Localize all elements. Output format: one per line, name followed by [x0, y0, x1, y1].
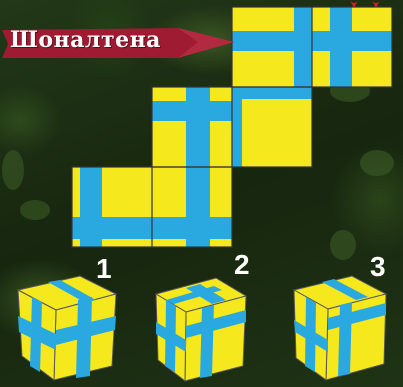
- cube-option-3[interactable]: [294, 276, 386, 380]
- cube-option-1[interactable]: [18, 276, 116, 380]
- option-number-2: 2: [234, 249, 250, 281]
- option-number-1: 1: [96, 253, 112, 285]
- option-number-3: 3: [370, 251, 386, 283]
- cube-option-2[interactable]: [156, 278, 246, 381]
